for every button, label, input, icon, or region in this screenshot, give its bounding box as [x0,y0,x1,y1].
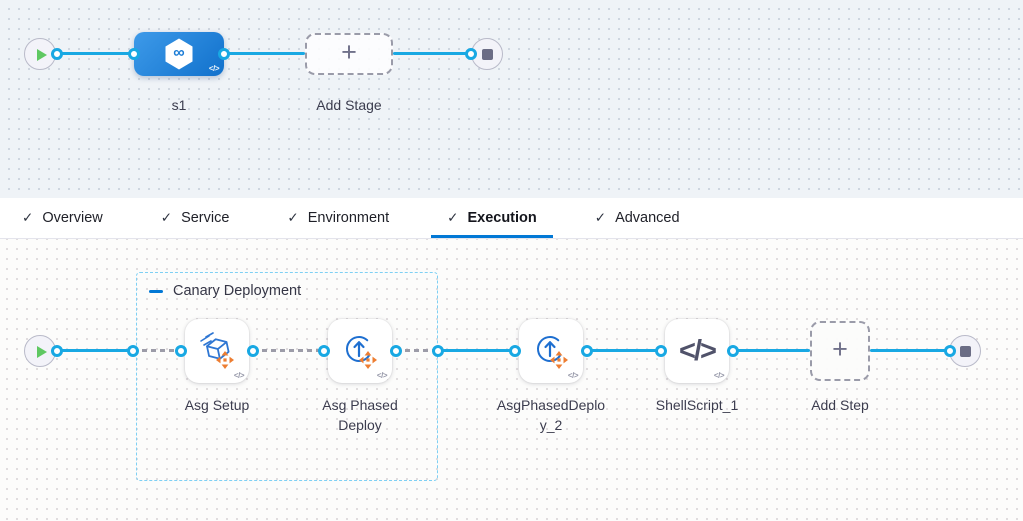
node-port[interactable] [465,48,477,60]
group-label: Canary Deployment [173,283,302,299]
tab-label: Service [181,210,230,226]
cd-stage-hexagon-infinity-icon: ∞ [165,38,193,70]
step-node-asg-phased-deploy[interactable]: </> [328,319,392,383]
check-icon: ✓ [447,210,459,225]
step-node-asg-setup[interactable]: </> [185,319,249,383]
tab-execution[interactable]: ✓ Execution [431,198,553,238]
connector-line [40,349,133,352]
asg-phased-deploy-icon [346,336,377,369]
stage-config-tabbar: ✓ Overview ✓ Service ✓ Environment ✓ Exe… [0,198,1023,238]
connector-line [438,349,515,352]
play-icon [37,49,47,61]
check-icon: ✓ [287,210,299,225]
node-port[interactable] [581,345,593,357]
node-port[interactable] [247,345,259,357]
node-port[interactable] [509,345,521,357]
node-port[interactable] [432,345,444,357]
step-label: Asg Phased Deploy [322,397,398,434]
connector-line [870,349,950,352]
check-icon: ✓ [160,210,173,225]
node-port[interactable] [128,48,140,60]
shell-script-icon: </> [679,334,717,367]
code-badge-icon: </> [713,371,725,380]
connector-line [733,349,810,352]
node-port[interactable] [51,48,63,60]
execution-graph-canvas: Canary Deployment [0,238,1023,521]
tab-service[interactable]: ✓ Service [145,198,246,238]
code-badge-icon: </> [376,371,388,380]
step-label: AsgPhasedDeploy_2 [496,397,606,434]
asg-setup-icon [200,332,234,369]
add-step-button[interactable]: + [810,321,870,381]
stop-icon [482,49,493,60]
add-stage-button[interactable]: + [305,33,393,75]
check-icon: ✓ [594,210,607,225]
group-collapse-control[interactable]: Canary Deployment [149,283,301,299]
node-port[interactable] [175,345,187,357]
connector-dashed-line [253,349,324,352]
step-node-shellscript-1[interactable]: </> </> [665,319,729,383]
node-port[interactable] [218,48,230,60]
check-icon: ✓ [22,210,34,225]
minus-icon [149,289,163,293]
code-badge-icon: </> [567,371,579,380]
play-icon [37,346,47,358]
asg-phased-deploy-icon [537,336,568,369]
node-port[interactable] [944,345,956,357]
connector-dashed-line [133,349,181,352]
plus-icon: + [341,37,357,67]
stage-node-s1[interactable]: ∞ </> [134,32,224,76]
connector-line [393,52,471,55]
step-node-asgphaseddeploy-2[interactable]: </> [519,319,583,383]
step-group-canary-deployment: Canary Deployment [136,272,438,481]
pipeline-start-node[interactable] [24,38,56,70]
code-badge-icon: </> [233,371,245,380]
stage-graph-canvas: ∞ </> + s1 Add Stage [0,0,1023,198]
connector-line [224,52,305,55]
connector-line [40,52,134,55]
connector-dashed-line [396,349,438,352]
tab-label: Execution [467,210,537,226]
step-label: Asg Setup [184,397,250,413]
tab-label: Environment [307,210,390,226]
node-port[interactable] [727,345,739,357]
add-stage-label: Add Stage [316,97,382,113]
node-port[interactable] [127,345,139,357]
tab-label: Overview [42,210,103,226]
node-port[interactable] [51,345,63,357]
tab-advanced[interactable]: ✓ Advanced [579,198,696,238]
tab-label: Advanced [615,210,680,226]
node-port[interactable] [390,345,402,357]
node-port[interactable] [655,345,667,357]
code-badge-icon: </> [208,64,220,73]
tab-overview[interactable]: ✓ Overview [6,198,119,238]
stage-label: s1 [171,97,187,113]
tab-environment[interactable]: ✓ Environment [271,198,405,238]
step-label: ShellScript_1 [655,397,739,413]
add-step-label: Add Step [811,397,869,413]
stop-icon [960,346,971,357]
plus-icon: + [832,334,848,364]
node-port[interactable] [318,345,330,357]
connector-line [587,349,661,352]
